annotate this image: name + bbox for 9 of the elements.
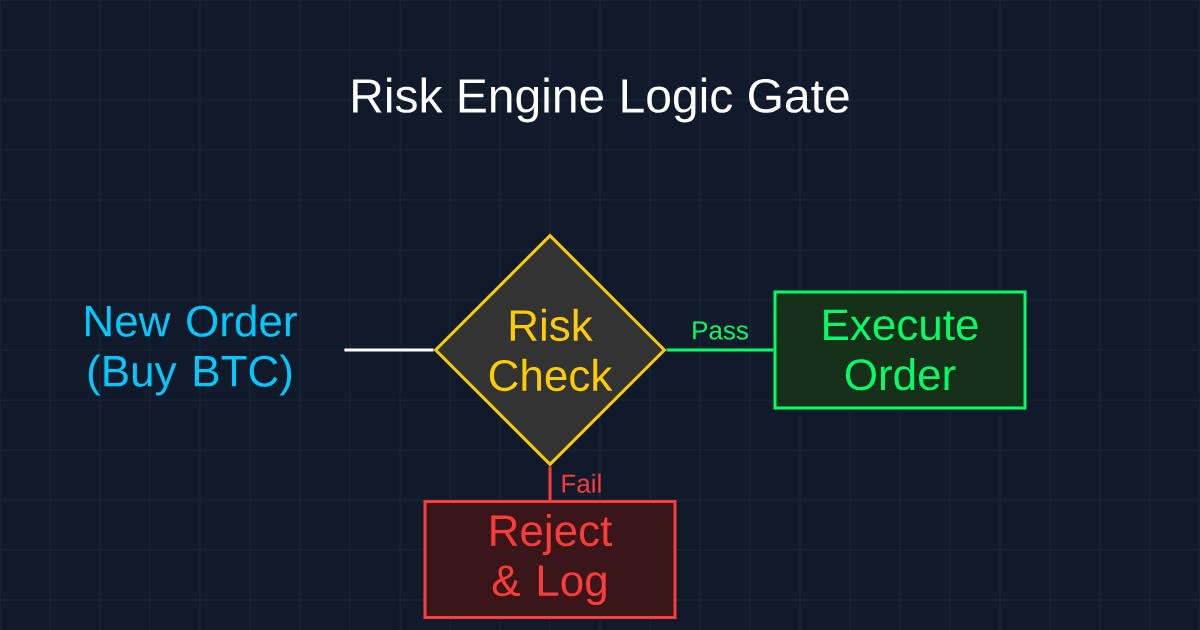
process-box: Execute Order bbox=[773, 290, 1027, 410]
title: Risk Engine Logic Gate bbox=[353, 77, 849, 123]
connector-line bbox=[666, 348, 774, 352]
edge-label: Fail bbox=[562, 473, 601, 493]
node-label: New Order (Buy BTC) bbox=[86, 304, 297, 396]
connector-line bbox=[344, 348, 434, 352]
edge-label: Pass bbox=[693, 321, 748, 340]
process-box: Reject & Log bbox=[423, 500, 677, 619]
connector-line bbox=[548, 466, 552, 500]
